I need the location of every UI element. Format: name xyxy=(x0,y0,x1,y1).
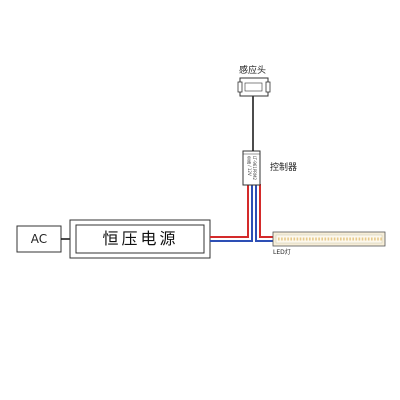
led-chip xyxy=(352,237,354,241)
controller-model-text: LT-961PRM2 单路 / 12V xyxy=(247,156,257,181)
led-chip xyxy=(281,237,283,241)
led-chip xyxy=(293,237,296,241)
led-chip xyxy=(358,237,361,241)
wire-red-led xyxy=(259,184,273,238)
led-chip xyxy=(309,237,311,241)
sensor-face xyxy=(244,82,263,92)
led-chip xyxy=(318,237,320,241)
led-chip xyxy=(336,237,339,241)
led-chip xyxy=(290,237,292,241)
led-label: LED灯 xyxy=(273,249,291,256)
ac-label: AC xyxy=(30,232,48,246)
led-chip xyxy=(324,237,327,241)
led-chip xyxy=(296,237,299,241)
wire-red-psu xyxy=(210,184,249,238)
led-chip xyxy=(346,237,348,241)
led-chip xyxy=(364,237,367,241)
led-chip xyxy=(278,237,280,241)
led-chip xyxy=(340,237,342,241)
ac-box xyxy=(16,225,62,253)
led-chip xyxy=(302,237,305,241)
led-chip xyxy=(380,237,382,241)
led-chip xyxy=(374,237,376,241)
wire-blue-psu xyxy=(210,184,253,242)
led-chip xyxy=(330,237,333,241)
led-chip xyxy=(355,237,358,241)
wire-blue-led xyxy=(255,184,273,242)
led-chip xyxy=(305,237,308,241)
led-chip xyxy=(343,237,345,241)
led-chip xyxy=(333,237,336,241)
led-chip xyxy=(284,237,286,241)
led-dots xyxy=(278,237,382,241)
psu-label: 恒压电源 xyxy=(102,229,179,248)
led-chip xyxy=(327,237,330,241)
led-chip xyxy=(377,237,379,241)
led-chip xyxy=(321,237,323,241)
sensor-right-tab xyxy=(265,81,271,93)
psu-inner-box xyxy=(75,224,205,254)
led-chip xyxy=(315,237,317,241)
led-chip xyxy=(361,237,364,241)
sensor-left-tab xyxy=(237,81,243,93)
led-chip xyxy=(349,237,351,241)
led-chip xyxy=(367,237,370,241)
led-chip xyxy=(371,237,373,241)
sensor-label: 感应头 xyxy=(239,66,267,76)
led-chip xyxy=(312,237,314,241)
controller-label: 控制器 xyxy=(270,163,298,173)
led-chip xyxy=(299,237,302,241)
led-chip xyxy=(287,237,289,241)
controller-box xyxy=(242,150,261,186)
